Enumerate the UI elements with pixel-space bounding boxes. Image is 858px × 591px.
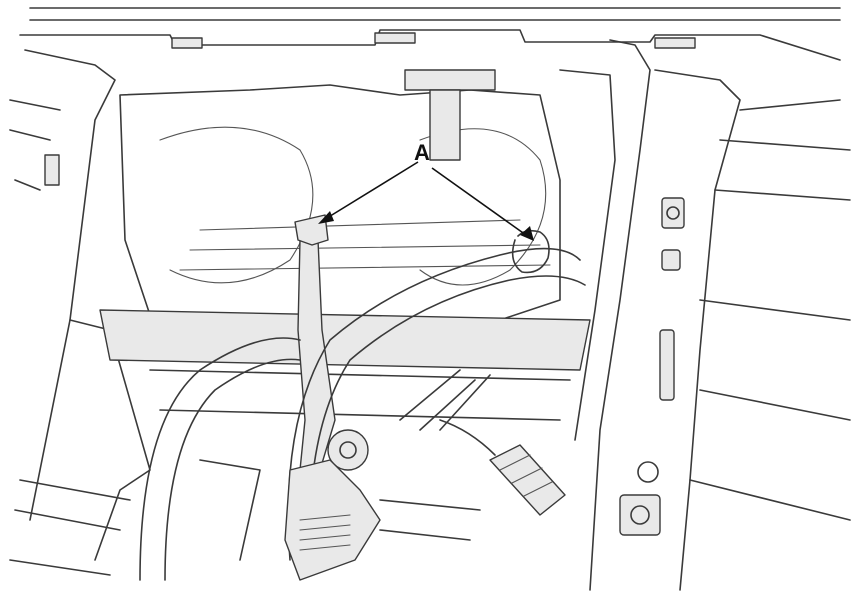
connector-ribs (499, 454, 553, 497)
connector-wire (439, 419, 496, 456)
center-bolt (327, 429, 369, 471)
cross-member (99, 309, 591, 371)
lower-bracket (284, 459, 381, 581)
far-right-panel (689, 99, 851, 521)
right-slot-long (659, 329, 675, 401)
lower-left-member (9, 479, 131, 576)
callout-label-a: A (414, 140, 430, 165)
curved-hose (287, 247, 586, 561)
arrowhead-right (520, 226, 534, 241)
center-bolt-inner (339, 441, 357, 459)
hose-outlet (404, 69, 496, 91)
upper-slot-left (171, 37, 203, 49)
fan-blade-left (159, 126, 314, 284)
upper-slot-right (654, 37, 696, 49)
right-inner-edge (559, 69, 616, 441)
right-bolt-lower-hole (630, 505, 650, 525)
cross-member-lower (149, 369, 571, 421)
center-harness-bundle (399, 369, 491, 431)
leader-line-left (326, 161, 419, 219)
fan-ribs (179, 219, 551, 271)
fan-blade-right (419, 128, 547, 286)
right-bolt-upper-hole (666, 206, 680, 220)
right-bolt-upper (661, 197, 685, 229)
lower-center-member (199, 459, 481, 561)
upper-panel (19, 29, 841, 61)
fan-housing (119, 84, 561, 326)
lower-spring (299, 514, 351, 551)
leader-line-right (431, 167, 527, 236)
right-clip (511, 229, 550, 274)
left-curved-pipe (139, 337, 301, 581)
hose-neck (429, 89, 461, 161)
left-tab (44, 154, 60, 186)
arrowhead-left (318, 211, 334, 224)
right-bolt-middle (661, 249, 681, 271)
connector-plug (489, 444, 566, 516)
upper-frame-edge (29, 7, 841, 21)
right-bolt-lower (619, 494, 661, 536)
upper-slot-middle (374, 32, 416, 44)
left-bracket (9, 49, 116, 521)
right-bolt-lower-ring (637, 461, 659, 483)
